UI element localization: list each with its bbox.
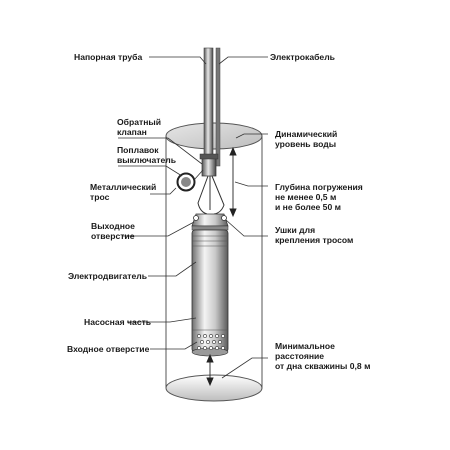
min-distance-arrow bbox=[206, 353, 214, 387]
label-min-distance-line2: расстояние bbox=[275, 351, 324, 361]
label-check-valve-line1: Обратный bbox=[117, 117, 161, 127]
label-dynamic-level-line1: Динамический bbox=[275, 129, 337, 139]
label-immersion-line1: Глубина погружения bbox=[275, 182, 363, 192]
label-metal-rope-line2: трос bbox=[90, 192, 110, 202]
pump-body bbox=[191, 229, 229, 357]
label-metal-rope-line1: Металлический bbox=[90, 182, 156, 192]
label-pressure-pipe: Напорная труба bbox=[74, 52, 142, 62]
label-immersion-line2: не менее 0,5 м bbox=[275, 192, 336, 202]
label-float-switch-line1: Поплавок bbox=[117, 145, 159, 155]
label-outlet-line2: отверстие bbox=[91, 231, 135, 241]
label-pump-part: Насосная часть bbox=[84, 317, 151, 327]
pump-outlet-head bbox=[191, 213, 229, 231]
pressure-pipe bbox=[203, 47, 214, 161]
metal-rope bbox=[197, 175, 225, 215]
label-inlet: Входное отверстие bbox=[67, 344, 150, 354]
label-dynamic-level-line2: уровень воды bbox=[275, 139, 336, 149]
well-casing bbox=[165, 122, 263, 402]
immersion-depth-arrow bbox=[229, 146, 237, 218]
electric-cable bbox=[215, 47, 221, 167]
label-outlet-line1: Выходное bbox=[91, 221, 135, 231]
label-electric-cable: Электрокабель bbox=[270, 52, 335, 62]
label-lugs-line2: крепления тросом bbox=[275, 235, 353, 245]
pump-inlet-holes bbox=[197, 334, 225, 350]
leader-lines bbox=[118, 56, 268, 379]
label-min-distance-line3: от дна скважины 0,8 м bbox=[275, 361, 370, 371]
label-min-distance-line1: Минимальное bbox=[275, 341, 335, 351]
check-valve bbox=[199, 153, 219, 177]
label-immersion-line3: и не более 50 м bbox=[275, 202, 341, 212]
float-switch bbox=[176, 169, 204, 192]
label-motor: Электродвигатель bbox=[68, 271, 147, 281]
label-lugs-line1: Ушки для bbox=[275, 225, 315, 235]
label-check-valve-line2: клапан bbox=[117, 127, 147, 137]
label-float-switch-line2: выключатель bbox=[117, 155, 176, 165]
